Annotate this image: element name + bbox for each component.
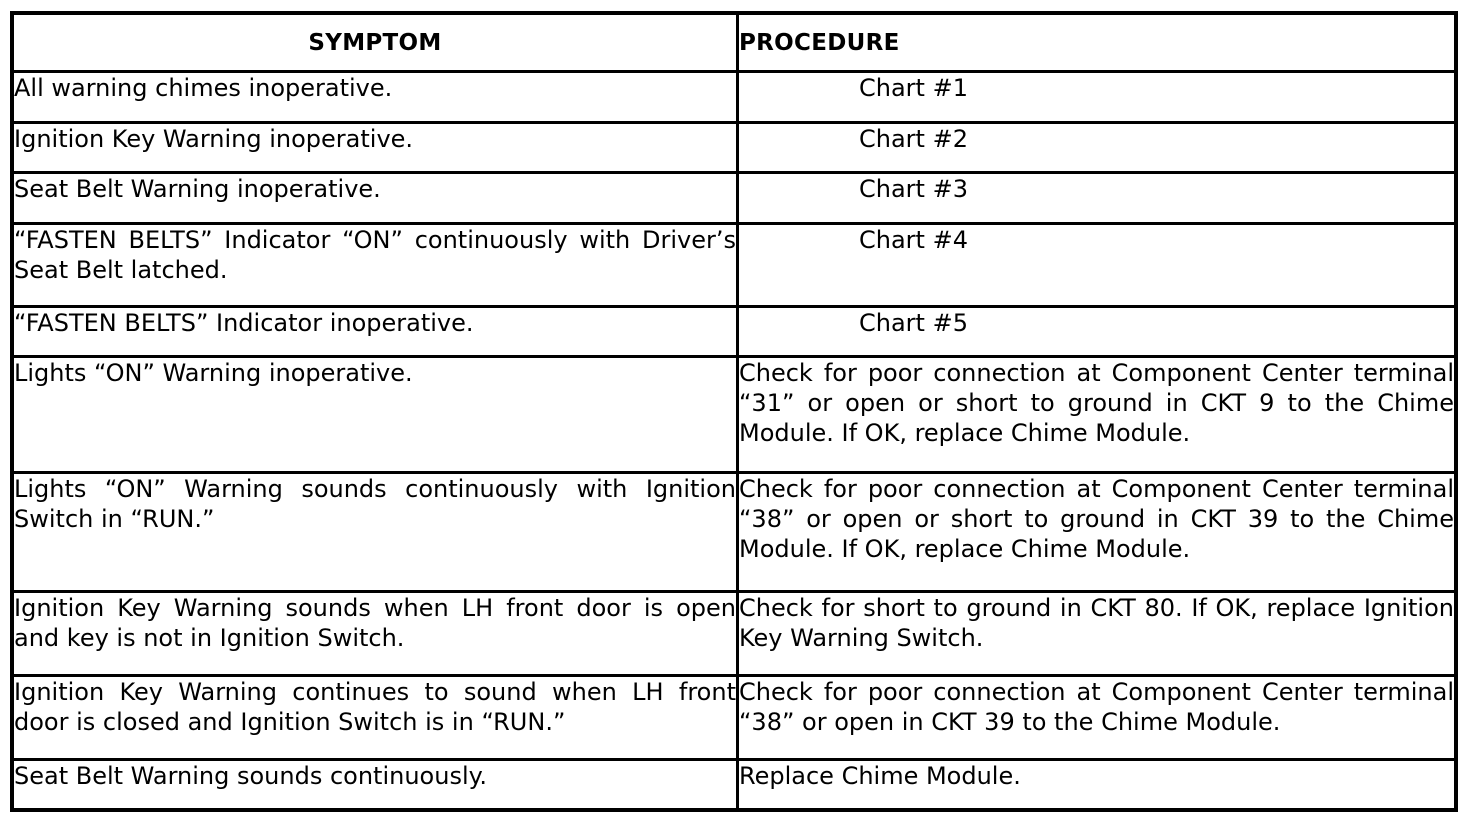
procedure-cell: Replace Chime Module.	[736, 758, 1458, 812]
table-row: Lights “ON” Warning sounds continuously …	[10, 471, 1458, 593]
procedure-cell: Check for poor connection at Component C…	[736, 471, 1458, 593]
symptom-cell: Lights “ON” Warning inoperative.	[10, 354, 739, 475]
table-row: Ignition Key Warning continues to sound …	[10, 673, 1458, 762]
procedure-column-header: PROCEDURE	[736, 11, 1458, 73]
table-row: Seat Belt Warning inoperative. Chart #3	[10, 170, 1458, 225]
procedure-cell: Chart #4	[736, 221, 1458, 308]
symptom-cell: Ignition Key Warning sounds when LH fron…	[10, 589, 739, 677]
procedure-cell: Chart #5	[736, 304, 1458, 358]
table-row: “FASTEN BELTS” Indicator “ON” continuous…	[10, 221, 1458, 308]
symptom-cell: Lights “ON” Warning sounds continuously …	[10, 471, 739, 593]
table-row: Seat Belt Warning sounds continuously. R…	[10, 758, 1458, 812]
procedure-cell: Check for poor connection at Component C…	[736, 354, 1458, 475]
table-row: “FASTEN BELTS” Indicator inoperative. Ch…	[10, 304, 1458, 358]
table-row: Lights “ON” Warning inoperative. Check f…	[10, 354, 1458, 475]
table-row: Ignition Key Warning sounds when LH fron…	[10, 589, 1458, 677]
symptom-cell: All warning chimes inoperative.	[10, 70, 739, 124]
symptom-cell: Ignition Key Warning continues to sound …	[10, 673, 739, 762]
symptom-column-header: SYMPTOM	[10, 11, 739, 73]
symptom-cell: “FASTEN BELTS” Indicator “ON” continuous…	[10, 221, 739, 308]
table-row: Ignition Key Warning inoperative. Chart …	[10, 120, 1458, 174]
procedure-cell: Chart #1	[736, 70, 1458, 124]
symptom-cell: “FASTEN BELTS” Indicator inoperative.	[10, 304, 739, 358]
procedure-cell: Chart #3	[736, 170, 1458, 225]
symptom-cell: Seat Belt Warning inoperative.	[10, 170, 739, 225]
symptom-cell: Seat Belt Warning sounds continuously.	[10, 758, 739, 812]
procedure-cell: Chart #2	[736, 120, 1458, 174]
table-row: All warning chimes inoperative. Chart #1	[10, 70, 1458, 124]
symptom-cell: Ignition Key Warning inoperative.	[10, 120, 739, 174]
procedure-cell: Check for short to ground in CKT 80. If …	[736, 589, 1458, 677]
table-header-row: SYMPTOM PROCEDURE	[10, 11, 1458, 73]
diagnosis-table: SYMPTOM PROCEDURE All warning chimes ino…	[10, 11, 1458, 812]
procedure-cell: Check for poor connection at Component C…	[736, 673, 1458, 762]
